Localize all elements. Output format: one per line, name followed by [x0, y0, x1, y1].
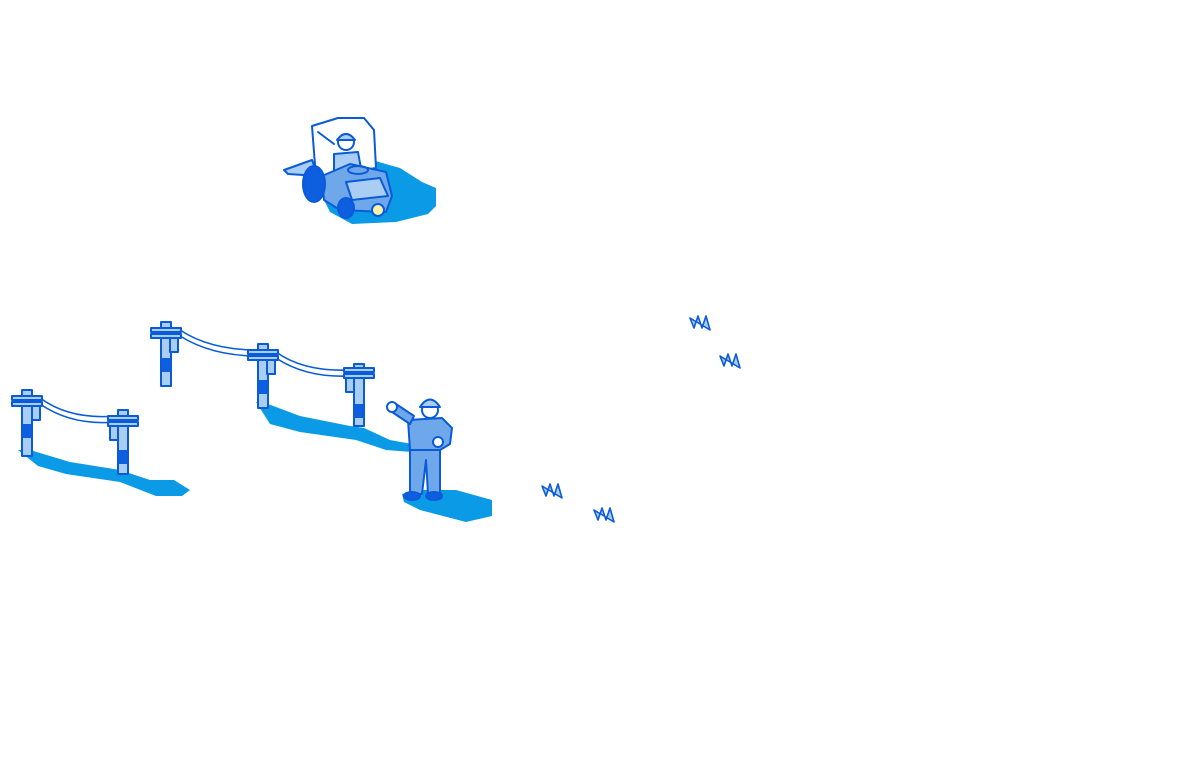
forklift-group [283, 117, 436, 224]
grass-icon [689, 315, 711, 331]
utility-pole-5 [343, 363, 375, 427]
pole-shadows [18, 402, 412, 496]
power-wires [39, 329, 351, 424]
grass-icon [541, 483, 563, 499]
grass-tufts [541, 315, 741, 523]
forklift-front-wheel [337, 197, 355, 219]
forklift-headlight [371, 203, 385, 217]
utility-pole-1 [11, 389, 43, 457]
utility-poles [11, 321, 375, 475]
worker-group [386, 398, 492, 522]
worker-shadow [402, 490, 492, 522]
utility-pole-4 [247, 343, 279, 409]
utility-pole-3 [150, 321, 182, 387]
forklift-rear-wheel [302, 165, 326, 203]
utility-pole-2 [107, 409, 139, 475]
grass-icon [719, 353, 741, 369]
grass-icon [593, 507, 615, 523]
